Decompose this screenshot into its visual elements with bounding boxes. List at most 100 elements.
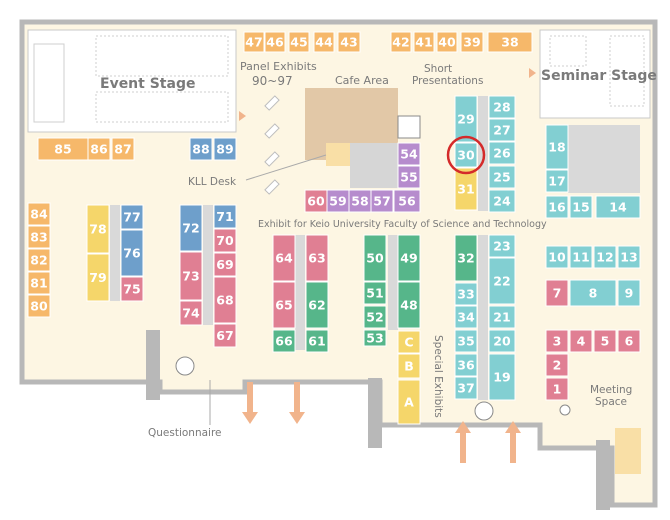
booth-40[interactable]: 40	[436, 31, 458, 53]
booth-1[interactable]: 1	[545, 377, 569, 401]
booth-box[interactable]	[545, 195, 569, 219]
booth-28[interactable]: 28	[488, 95, 516, 119]
booth-box[interactable]	[243, 31, 265, 53]
booth-box[interactable]	[213, 252, 237, 277]
booth-box[interactable]	[272, 234, 296, 282]
booth-box[interactable]	[86, 204, 110, 254]
booth-box[interactable]	[264, 31, 286, 53]
booth-box[interactable]	[617, 245, 641, 269]
booth-61[interactable]: 61	[305, 329, 329, 353]
booth-box[interactable]	[617, 279, 641, 307]
booth-59[interactable]: 59	[326, 189, 350, 213]
booth-53[interactable]: 53	[363, 329, 387, 347]
booth-3[interactable]: 3	[545, 329, 569, 353]
booth-38[interactable]: 38	[487, 31, 533, 53]
booth-44[interactable]: 44	[313, 31, 335, 53]
booth-47[interactable]: 47	[243, 31, 265, 53]
booth-box[interactable]	[397, 330, 421, 354]
booth-35[interactable]: 35	[454, 329, 478, 353]
booth-box[interactable]	[27, 248, 51, 272]
booth-box[interactable]	[545, 353, 569, 377]
booth-box[interactable]	[569, 279, 617, 307]
booth-36[interactable]: 36	[454, 353, 478, 377]
booth-box[interactable]	[593, 329, 617, 353]
booth-box[interactable]	[595, 195, 641, 219]
booth-64[interactable]: 64	[272, 234, 296, 282]
booth-box[interactable]	[454, 329, 478, 353]
booth-74[interactable]: 74	[179, 300, 203, 326]
booth-box[interactable]	[488, 353, 516, 401]
booth-box[interactable]	[454, 167, 478, 211]
booth-box[interactable]	[272, 281, 296, 329]
booth-box[interactable]	[120, 204, 144, 230]
booth-box[interactable]	[617, 329, 641, 353]
booth-55[interactable]: 55	[397, 165, 421, 189]
booth-39[interactable]: 39	[460, 31, 484, 53]
booth-52[interactable]: 52	[363, 305, 387, 329]
booth-A[interactable]: A	[397, 379, 421, 425]
booth-box[interactable]	[454, 234, 478, 282]
booth-67[interactable]: 67	[213, 323, 237, 348]
booth-78[interactable]: 78	[86, 204, 110, 254]
booth-31[interactable]: 31	[454, 167, 478, 211]
booth-box[interactable]	[545, 124, 569, 170]
booth-34[interactable]: 34	[454, 305, 478, 329]
booth-box[interactable]	[488, 234, 516, 258]
booth-75[interactable]: 75	[120, 276, 144, 302]
booth-box[interactable]	[27, 294, 51, 318]
booth-box[interactable]	[488, 189, 516, 213]
booth-77[interactable]: 77	[120, 204, 144, 230]
booth-71[interactable]: 71	[213, 204, 237, 229]
booth-box[interactable]	[86, 253, 110, 302]
booth-5[interactable]: 5	[593, 329, 617, 353]
booth-box[interactable]	[390, 31, 412, 53]
booth-24[interactable]: 24	[488, 189, 516, 213]
booth-box[interactable]	[436, 31, 458, 53]
booth-56[interactable]: 56	[393, 189, 421, 213]
booth-16[interactable]: 16	[545, 195, 569, 219]
booth-70[interactable]: 70	[213, 228, 237, 253]
booth-46[interactable]: 46	[264, 31, 286, 53]
booth-7[interactable]: 7	[545, 279, 569, 307]
booth-66[interactable]: 66	[272, 329, 296, 353]
booth-box[interactable]	[111, 137, 135, 161]
booth-89[interactable]: 89	[213, 137, 237, 161]
booth-box[interactable]	[545, 329, 569, 353]
booth-box[interactable]	[545, 169, 569, 193]
booth-49[interactable]: 49	[397, 234, 421, 282]
booth-37[interactable]: 37	[454, 376, 478, 400]
booth-73[interactable]: 73	[179, 251, 203, 301]
booth-83[interactable]: 83	[27, 225, 51, 249]
booth-82[interactable]: 82	[27, 248, 51, 272]
booth-45[interactable]: 45	[288, 31, 310, 53]
booth-6[interactable]: 6	[617, 329, 641, 353]
booth-81[interactable]: 81	[27, 271, 51, 295]
booth-box[interactable]	[487, 31, 533, 53]
booth-box[interactable]	[488, 329, 516, 353]
booth-box[interactable]	[488, 257, 516, 305]
booth-box[interactable]	[337, 31, 361, 53]
booth-13[interactable]: 13	[617, 245, 641, 269]
booth-box[interactable]	[593, 245, 617, 269]
booth-box[interactable]	[288, 31, 310, 53]
booth-box[interactable]	[397, 165, 421, 189]
booth-C[interactable]: C	[397, 330, 421, 354]
booth-box[interactable]	[370, 189, 394, 213]
booth-box[interactable]	[545, 377, 569, 401]
booth-11[interactable]: 11	[569, 245, 593, 269]
booth-box[interactable]	[120, 229, 144, 277]
booth-box[interactable]	[397, 379, 421, 425]
booth-9[interactable]: 9	[617, 279, 641, 307]
booth-box[interactable]	[213, 323, 237, 348]
booth-box[interactable]	[397, 142, 421, 166]
booth-10[interactable]: 10	[545, 245, 569, 269]
booth-box[interactable]	[488, 305, 516, 329]
booth-85[interactable]: 85	[37, 137, 89, 161]
booth-87[interactable]: 87	[111, 137, 135, 161]
booth-box[interactable]	[87, 137, 111, 161]
booth-43[interactable]: 43	[337, 31, 361, 53]
booth-box[interactable]	[179, 300, 203, 326]
booth-box[interactable]	[413, 31, 435, 53]
booth-box[interactable]	[179, 204, 203, 252]
booth-88[interactable]: 88	[189, 137, 213, 161]
